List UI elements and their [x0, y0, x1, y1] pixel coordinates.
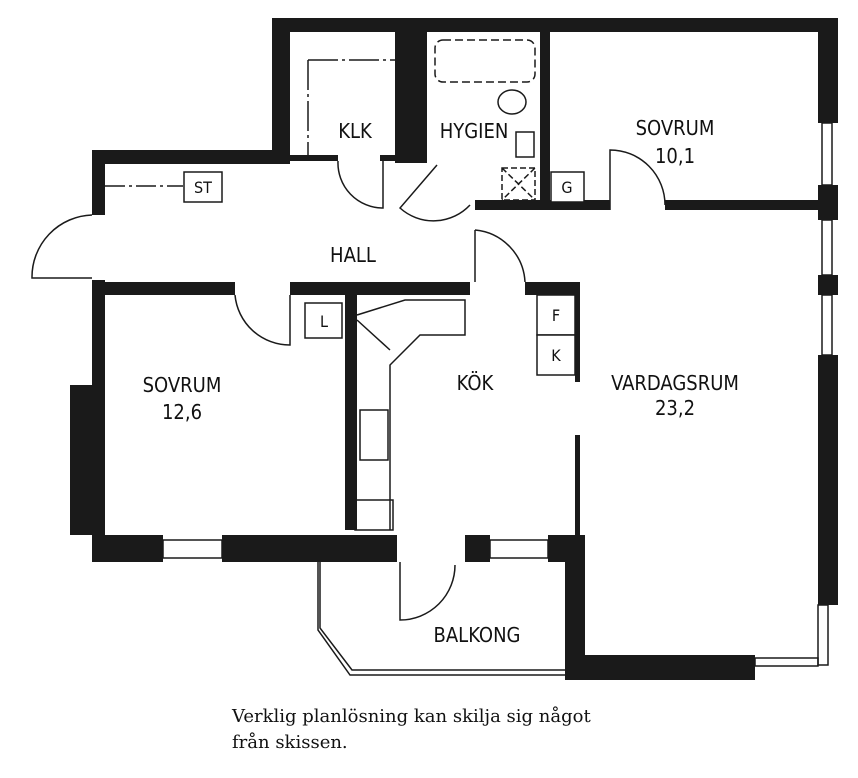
walls	[70, 18, 838, 680]
room-vardagsrum-area: 23,2	[655, 396, 695, 420]
fixture-l: L	[320, 312, 328, 331]
room-kok: KÖK	[457, 371, 495, 395]
room-hall: HALL	[330, 243, 376, 267]
room-hygien: HYGIEN	[440, 119, 509, 143]
room-sovrum-2-area: 12,6	[162, 400, 202, 424]
room-balkong: BALKONG	[434, 623, 521, 647]
fixture-k: K	[551, 346, 561, 365]
room-sovrum-1: SOVRUM	[636, 116, 715, 140]
caption-line-2: från skissen.	[232, 732, 348, 753]
fixture-g: G	[561, 178, 572, 197]
room-sovrum-1-area: 10,1	[655, 144, 695, 168]
room-sovrum-2: SOVRUM	[143, 373, 222, 397]
room-vardagsrum: VARDAGSRUM	[611, 371, 739, 395]
room-klk: KLK	[338, 119, 373, 143]
fixture-st: ST	[194, 178, 212, 197]
windows-doors	[31, 39, 833, 676]
caption-line-1: Verklig planlösning kan skilja sig något	[232, 706, 591, 727]
fixture-f: F	[552, 306, 560, 325]
fixture-boxes	[183, 171, 585, 376]
